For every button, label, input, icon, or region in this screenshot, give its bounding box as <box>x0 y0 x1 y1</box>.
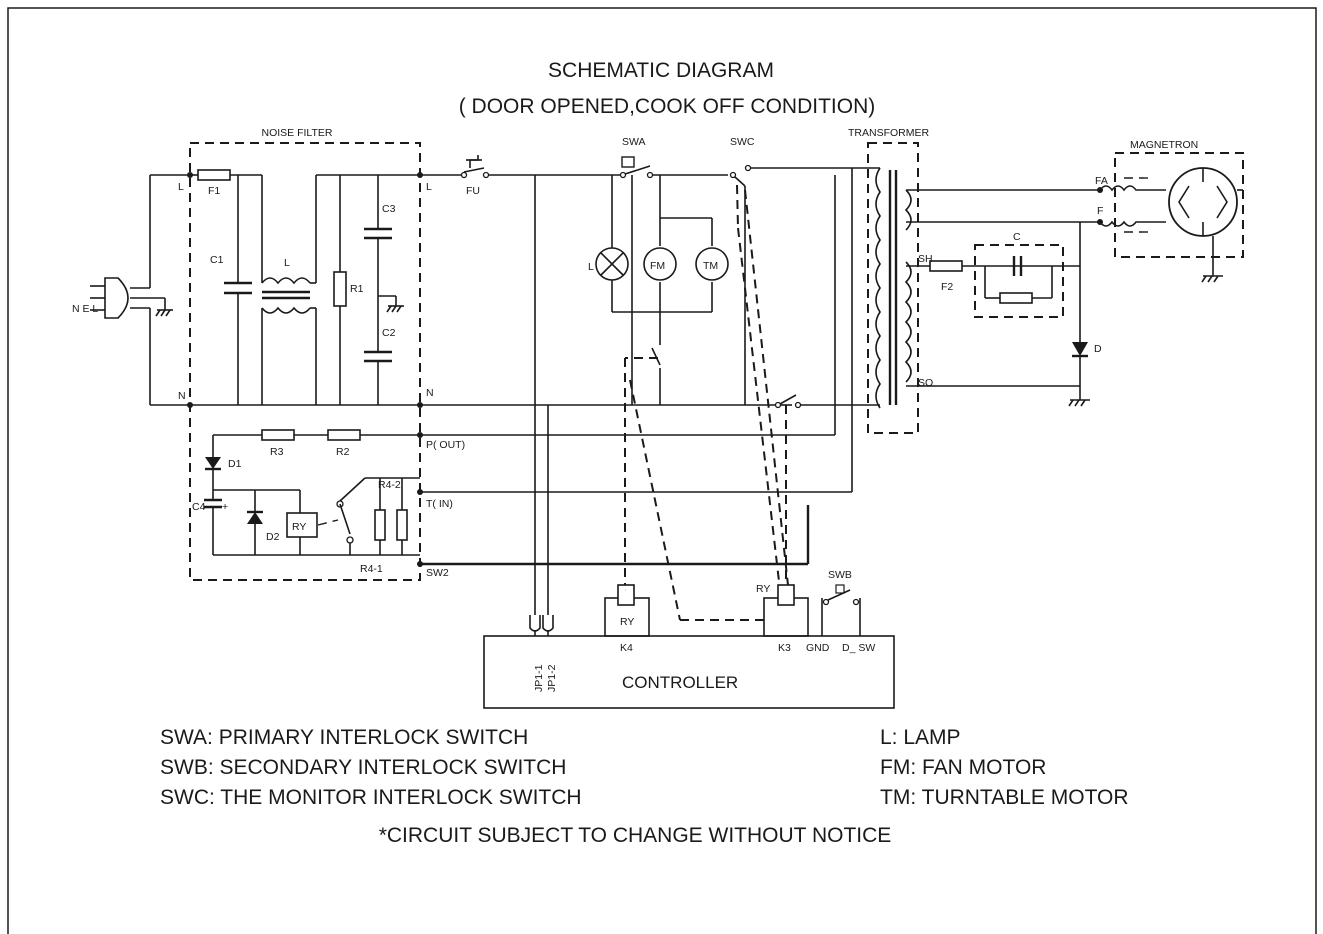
swa-label: SWA <box>622 136 646 148</box>
switch-swc: SWC <box>729 136 862 187</box>
legend-lamp: L: LAMP <box>880 726 961 749</box>
d-sw-label: D_ SW <box>842 642 875 654</box>
diode-d-label: D <box>1094 343 1102 355</box>
page-border <box>7 7 1317 934</box>
resistor-r1-label: R1 <box>350 283 364 295</box>
f-label: F <box>1097 205 1103 217</box>
fu-label: FU <box>466 185 480 197</box>
resistor-r2-symbol <box>327 429 361 441</box>
fa-label: FA <box>1095 175 1108 187</box>
relay-k4-coil <box>617 584 635 606</box>
svg-text:+: + <box>222 501 228 513</box>
magnetron-box <box>1114 152 1244 258</box>
legend: SWA: PRIMARY INTERLOCK SWITCH SWB: SECON… <box>160 726 1129 809</box>
r4-2-label: R4-2 <box>378 479 401 491</box>
controller-label: CONTROLLER <box>622 673 738 692</box>
magnetron: MAGNETRON <box>1099 139 1244 283</box>
load-branch: L FM TM <box>588 175 729 405</box>
common-mode-choke: L <box>261 175 316 405</box>
resistor-r1-symbol <box>333 271 347 307</box>
controller-box <box>483 635 895 709</box>
fan-motor-label: FM <box>650 260 665 272</box>
r4-1-label: R4-1 <box>360 563 383 575</box>
choke-label: L <box>284 257 290 269</box>
plug-label: N E L <box>72 303 98 315</box>
power-plug: N E L <box>72 277 173 319</box>
legend-tm: TM: TURNTABLE MOTOR <box>880 786 1129 809</box>
magnetron-label: MAGNETRON <box>1130 139 1198 151</box>
swc-label: SWC <box>730 136 755 148</box>
fuse-f1-label: F1 <box>208 185 220 197</box>
so-label: SO <box>918 377 933 389</box>
change-notice: *CIRCUIT SUBJECT TO CHANGE WITHOUT NOTIC… <box>379 824 892 847</box>
l-output-label: L <box>426 181 432 193</box>
capacitor-c2-label: C2 <box>382 327 396 339</box>
sh-label: SH <box>918 253 933 265</box>
relay-k3-coil <box>777 584 795 606</box>
switch-swa: SWA <box>619 136 654 179</box>
k4-label: K4 <box>620 642 633 654</box>
t-in-label: T( IN) <box>426 498 453 510</box>
turntable-motor-symbol <box>695 247 729 281</box>
fuse-f2-label: F2 <box>941 281 953 293</box>
n-input-label: N <box>178 390 186 402</box>
noise-filter-label: NOISE FILTER <box>262 127 333 139</box>
sw2-label: SW2 <box>426 567 449 579</box>
fuse-f2-symbol <box>929 260 963 272</box>
legend-fm: FM: FAN MOTOR <box>880 756 1046 779</box>
thermal-fuse-fu: FU <box>420 155 490 197</box>
k3-label: K3 <box>778 642 791 654</box>
resistor-r2-label: R2 <box>336 446 350 458</box>
hv-capacitor-box <box>974 244 1064 318</box>
p-out-label: P( OUT) <box>426 439 465 451</box>
transformer: TRANSFORMER <box>848 127 930 434</box>
switch-n-line <box>774 394 862 409</box>
switch-swb: SWB <box>821 569 861 636</box>
resistor-r3-label: R3 <box>270 446 284 458</box>
transformer-box <box>867 142 919 434</box>
lamp-label: L <box>588 261 594 273</box>
legend-swb: SWB: SECONDARY INTERLOCK SWITCH <box>160 756 566 779</box>
turntable-motor-label: TM <box>703 260 718 272</box>
diode-d1-label: D1 <box>228 458 242 470</box>
fuse-f1-symbol <box>197 169 231 181</box>
relay-coil-ry <box>286 512 318 538</box>
fan-motor-symbol <box>643 247 677 281</box>
relay-ry-label: RY <box>292 521 306 533</box>
relay-k4-ry-label: RY <box>620 616 634 628</box>
gnd-label: GND <box>806 642 830 654</box>
jp1-2-label: JP1-2 <box>546 664 558 692</box>
controller: CONTROLLER JP1-1 JP1-2 RY K4 RY K3 SWB G… <box>483 569 895 709</box>
relay-k3-ry-label: RY <box>756 583 770 595</box>
diode-d2-label: D2 <box>266 531 280 543</box>
diagram-title: SCHEMATIC DIAGRAM <box>548 59 774 82</box>
capacitor-c4-label: C4 <box>192 501 206 513</box>
legend-swa: SWA: PRIMARY INTERLOCK SWITCH <box>160 726 528 749</box>
noise-filter: NOISE FILTER N E L L N <box>72 127 465 581</box>
diagram-subtitle: ( DOOR OPENED,COOK OFF CONDITION) <box>459 95 876 118</box>
swb-label: SWB <box>828 569 852 581</box>
legend-swc: SWC: THE MONITOR INTERLOCK SWITCH <box>160 786 582 809</box>
l-input-label: L <box>178 181 184 193</box>
capacitor-c1-label: C1 <box>210 254 224 266</box>
noise-filter-box <box>189 142 421 581</box>
jp1-1-label: JP1-1 <box>533 664 545 692</box>
n-output-label: N <box>426 387 434 399</box>
capacitor-c-label: C <box>1013 231 1021 243</box>
capacitor-c3-label: C3 <box>382 203 396 215</box>
resistor-r3-symbol <box>261 429 295 441</box>
transformer-label: TRANSFORMER <box>848 127 930 139</box>
hv-capacitor: C <box>974 231 1064 318</box>
